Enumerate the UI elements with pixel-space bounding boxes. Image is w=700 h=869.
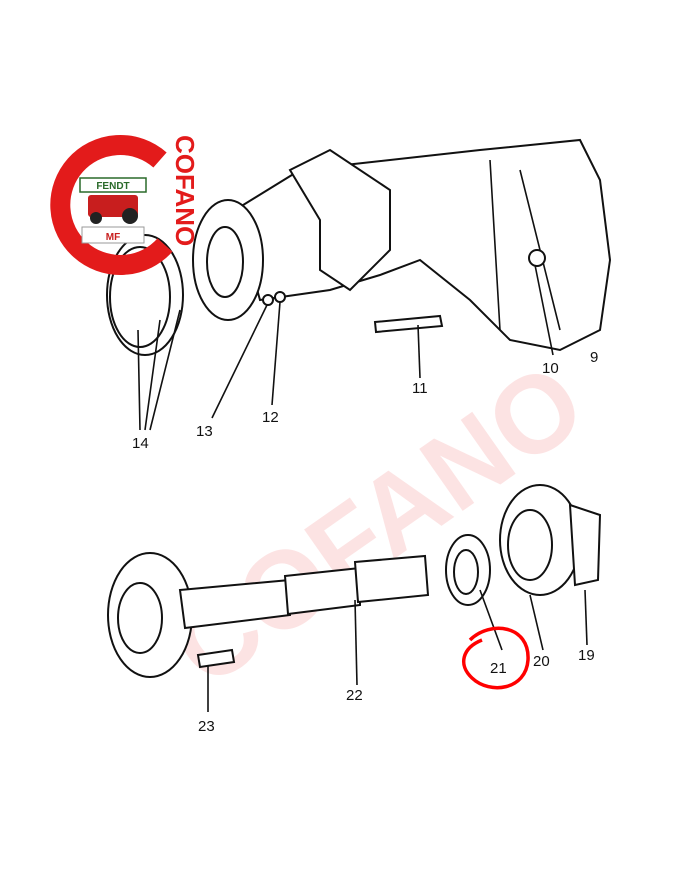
callout-14: 14 <box>132 435 149 452</box>
callout-13: 13 <box>196 423 213 440</box>
callout-23: 23 <box>198 718 215 735</box>
axle-housing-drawing <box>106 138 612 356</box>
callout-20: 20 <box>533 653 550 670</box>
leader-lines <box>137 264 588 712</box>
callout-19: 19 <box>578 647 595 664</box>
callout-22: 22 <box>346 687 363 704</box>
callout-12: 12 <box>262 409 279 426</box>
cofano-logo: FENDT MF COFANO <box>50 135 200 275</box>
callout-9: 9 <box>590 349 598 366</box>
highlight-circle <box>461 626 530 690</box>
mf-badge: MF <box>106 232 120 243</box>
axle-shaft-drawing <box>107 484 602 678</box>
callout-11: 11 <box>412 380 428 397</box>
logo-brand-text: COFANO <box>170 135 200 246</box>
callout-21: 21 <box>490 660 507 677</box>
callout-10: 10 <box>542 360 559 377</box>
fendt-badge: FENDT <box>96 181 129 192</box>
